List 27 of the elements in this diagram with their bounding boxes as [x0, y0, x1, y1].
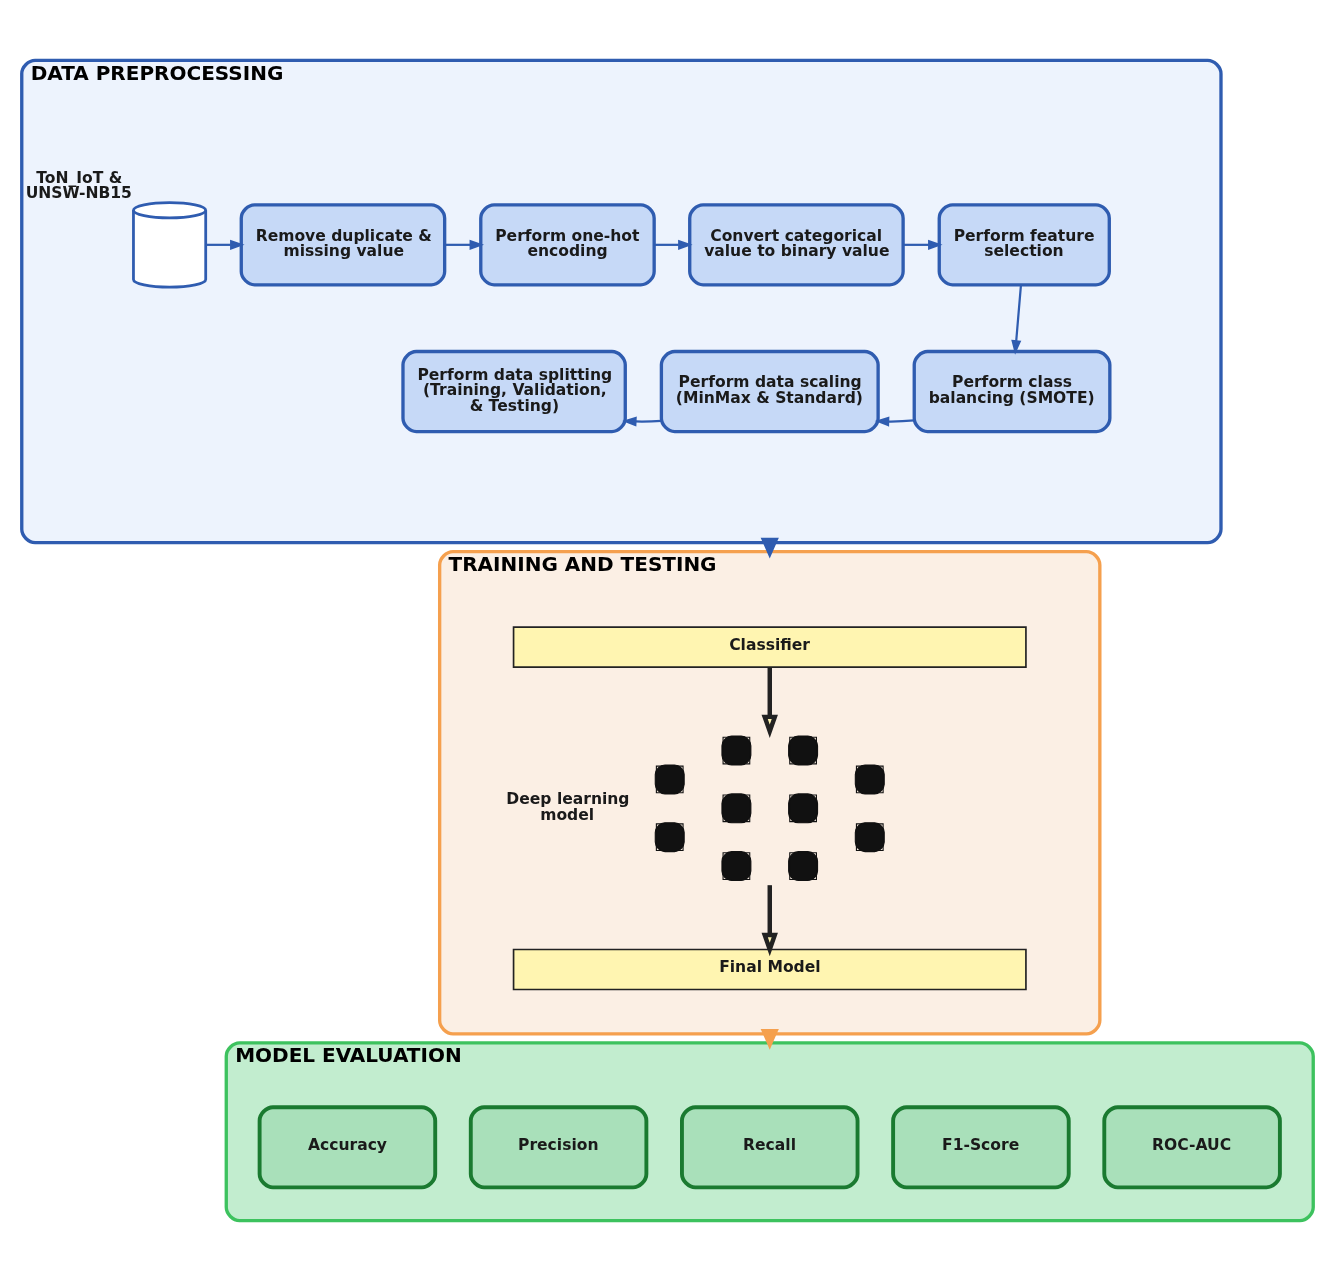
arrow [903, 239, 943, 250]
arrow [654, 239, 693, 250]
node-box: Perform feature selection [937, 203, 1111, 287]
arrow [761, 667, 778, 739]
node-box: Perform one-hot encoding [479, 203, 656, 287]
node-box: Remove duplicate & missing value [239, 203, 447, 287]
node-box: Precision [468, 1105, 649, 1190]
node-box: Perform class balancing (SMOTE) [912, 349, 1112, 434]
node-box: Perform data splitting (Training, Validation, & Testing) [401, 349, 627, 434]
arrow [760, 537, 779, 559]
node-box: Final Model [512, 948, 1027, 991]
node-box: F1-Score [891, 1105, 1071, 1190]
node-label: Deep learning model [506, 790, 630, 824]
node-box: Convert categorical value to binary value [688, 203, 905, 287]
node-box: ROC-AUC [1102, 1105, 1282, 1190]
node-box: Perform data scaling (MinMax & Standard) [659, 349, 880, 434]
node-box: Classifier [512, 626, 1027, 668]
node-box: Recall [680, 1105, 860, 1190]
arrow [761, 885, 778, 957]
arrow [760, 1028, 779, 1050]
node-box: Accuracy [257, 1105, 438, 1190]
node-label: ToN_IoT & UNSW-NB15 [25, 168, 132, 203]
arrow [622, 416, 662, 427]
arrow [205, 239, 245, 250]
arrow [444, 239, 485, 250]
arrow [1011, 284, 1023, 355]
arrow [874, 416, 915, 427]
